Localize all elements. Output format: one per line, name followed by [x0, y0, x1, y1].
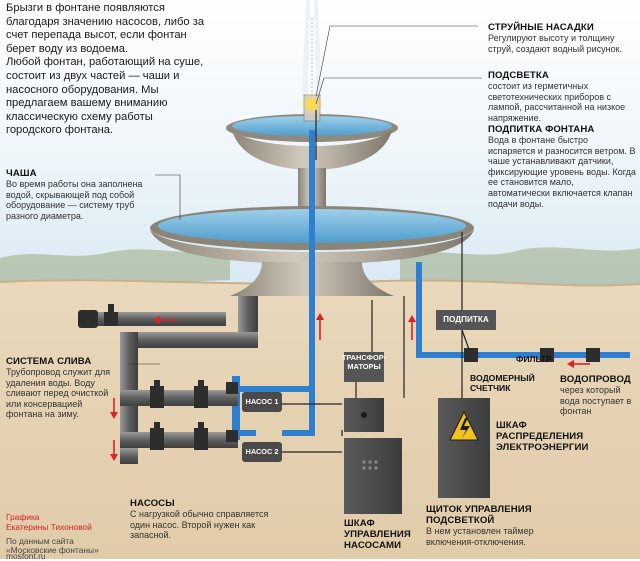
water-supply-text: через который вода поступает в фонтан [560, 385, 632, 417]
pump2-label: НАСОС 2 [245, 447, 279, 456]
nozzles-title: СТРУЙНЫЕ НАСАДКИ [488, 22, 594, 33]
lighting-callout: ПОДСВЕТКА состоит из герметичных светоте… [488, 70, 636, 123]
nozzle-light [301, 93, 323, 122]
nozzles-callout: СТРУЙНЫЕ НАСАДКИ Регулируют высоту и тол… [488, 22, 636, 54]
lighting-text: состоит из герметичных светотехнических … [488, 81, 626, 123]
pump-cabinet-title: ШКАФ УПРАВЛЕНИЯ НАСОСАМИ [344, 518, 411, 551]
filter-label: ФИЛЬТР [516, 354, 552, 364]
credit-source-2: «Московские фонтаны» [6, 545, 99, 555]
transformers-label: ТРАНСФОР-МАТОРЫ [341, 353, 387, 371]
pumps-text: С нагрузкой обычно справляется один насо… [130, 509, 269, 541]
flow-arrows [110, 313, 590, 461]
light-panel-callout: ЩИТОК УПРАВЛЕНИЯ ПОДСВЕТКОЙ В нем устано… [426, 504, 576, 547]
water-supply-callout: ВОДОПРОВОД через который вода поступает … [560, 374, 636, 417]
drain-text: Трубопровод служит для удаления воды. Во… [6, 367, 111, 420]
drain-callout: СИСТЕМА СЛИВА Трубопровод служит для уда… [6, 356, 116, 420]
pumps [242, 392, 282, 462]
pump1-label: НАСОС 1 [245, 397, 279, 406]
gray-drain-pipes [96, 296, 258, 464]
feed-text: Вода в фонтане быстро испаряется и разно… [488, 135, 636, 209]
drain-title: СИСТЕМА СЛИВА [6, 356, 92, 367]
credit-source-3: mosfont.ru [6, 551, 46, 561]
leader-lines [128, 25, 482, 365]
light-panel-title: ЩИТОК УПРАВЛЕНИЯ ПОДСВЕТКОЙ [426, 504, 532, 526]
blue-supply-pipe [232, 130, 315, 440]
lighting-title: ПОДСВЕТКА [488, 70, 549, 81]
feed-title: ПОДПИТКА ФОНТАНА [488, 124, 595, 135]
pump-cabinet [344, 438, 402, 514]
light-panel-text: В нем установлен таймер включения-отключ… [426, 526, 534, 547]
nozzles-text: Регулируют высоту и толщину струй, созда… [488, 33, 623, 54]
transformers-box [344, 352, 384, 382]
power-cabinet-title: ШКАФ РАСПРЕДЕЛЕНИЯ ЭЛЕКТРОЭНЕРГИИ [496, 420, 589, 453]
feed-box [436, 310, 496, 330]
blue-feed-pipe [416, 262, 630, 358]
intro-text: Брызги в фонтане появляются благодаря зн… [6, 2, 206, 138]
bowl-callout: ЧАША Во время работы она заполнена водой… [6, 168, 156, 221]
bowl-title: ЧАША [6, 168, 37, 179]
feed-callout: ПОДПИТКА ФОНТАНА Вода в фонтане быстро и… [488, 124, 636, 209]
feed-box-label: ПОДПИТКА [443, 315, 489, 324]
pumps-title: НАСОСЫ [130, 498, 175, 509]
pumps-callout: НАСОСЫ С нагрузкой обычно справляется од… [130, 498, 280, 541]
valves [78, 304, 600, 450]
intro-paragraph-2: Любой фонтан, работающий на суше, состои… [6, 56, 204, 137]
intro-paragraph-1: Брызги в фонтане появляются благодаря зн… [6, 2, 205, 55]
credit-source-1: По данным сайта [6, 536, 74, 546]
meter-label: ВОДОМЕРНЫЙ СЧЕТЧИК [470, 373, 535, 393]
credit-graphic: Графика [6, 512, 40, 522]
water-supply-title: ВОДОПРОВОД [560, 374, 631, 385]
bowl-text: Во время работы она заполнена водой, скр… [6, 179, 143, 221]
credit-author: Екатерины Тихоновой [6, 522, 92, 532]
